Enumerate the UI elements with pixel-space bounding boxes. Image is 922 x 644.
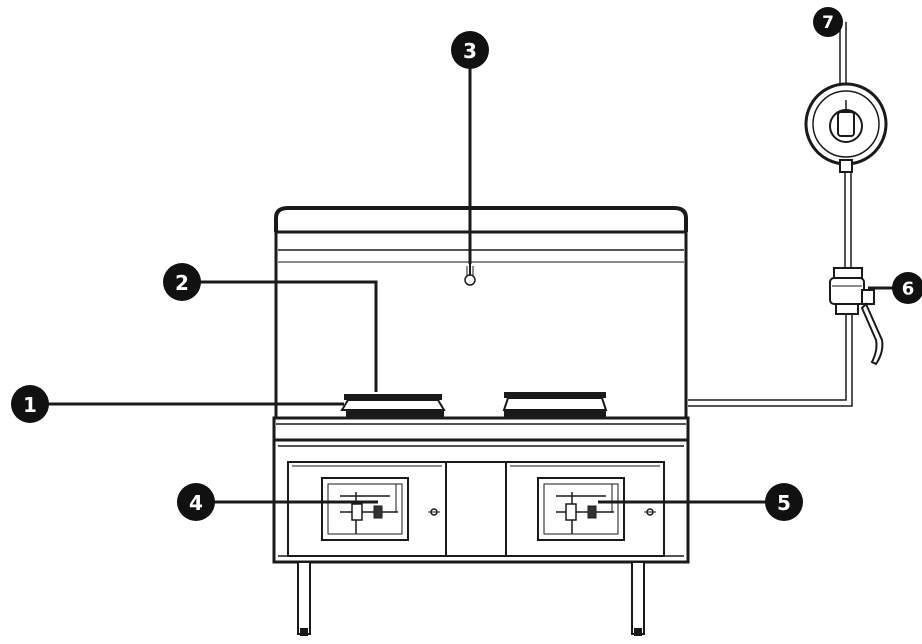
gas-regulator-icon — [804, 82, 888, 173]
left-leg — [297, 561, 311, 636]
leader-lines — [48, 68, 900, 504]
right-burner-icon — [502, 392, 608, 418]
ball-valve-icon — [829, 267, 884, 366]
left-burner-valve-icon — [321, 477, 409, 541]
callout-7-label: 7 — [822, 13, 834, 33]
stove-unit — [272, 206, 690, 636]
right-leg — [631, 561, 645, 636]
callout-4: 4 — [177, 483, 215, 521]
callout-6: 6 — [892, 272, 922, 304]
callout-2-label: 2 — [175, 271, 189, 295]
left-door-knob-icon — [428, 508, 440, 516]
callout-5-label: 5 — [777, 491, 791, 515]
callout-7: 7 — [813, 7, 843, 37]
right-door-knob-icon — [644, 508, 656, 516]
cooktop-surface — [272, 416, 690, 442]
callout-6-label: 6 — [902, 279, 915, 300]
callout-1-label: 1 — [23, 393, 37, 417]
callout-2: 2 — [163, 263, 201, 301]
gas-supply-line — [688, 22, 853, 407]
callout-3: 3 — [451, 31, 489, 69]
backsplash-hook-icon — [464, 264, 476, 286]
callout-1: 1 — [11, 385, 49, 423]
left-burner-icon — [340, 394, 446, 418]
backsplash-top — [274, 206, 688, 232]
callout-5: 5 — [765, 483, 803, 521]
right-cabinet-door — [505, 461, 665, 557]
right-burner-valve-icon — [537, 477, 625, 541]
callout-3-label: 3 — [463, 39, 477, 63]
callout-4-label: 4 — [189, 491, 203, 515]
